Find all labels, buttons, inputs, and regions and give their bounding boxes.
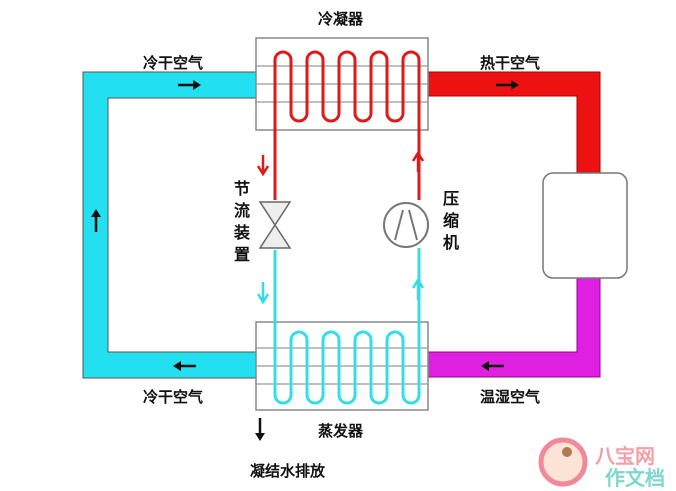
- evaporator-label: 蒸发器: [318, 422, 364, 440]
- arrow-up-cyan: [411, 277, 425, 300]
- arrow-down-cyan: [256, 282, 270, 305]
- condensate-drain-label: 凝结水排放: [250, 462, 326, 480]
- evaporator-coil: [273, 248, 421, 405]
- watermark-text-1: 八宝网: [595, 444, 655, 468]
- throttle-valve-icon: [258, 201, 292, 249]
- condenser-coil: [273, 50, 421, 200]
- watermark-text-2: 作文档: [605, 466, 665, 490]
- watermark-logo: [538, 437, 588, 487]
- air-flow-arrows: [91, 80, 519, 441]
- arrow-down-red: [256, 155, 270, 177]
- throttle-label: 节流装置: [231, 180, 250, 268]
- compressor-label: 压缩机: [440, 190, 459, 256]
- humid-air-duct: [427, 277, 601, 378]
- warm-humid-air-label: 温湿空气: [480, 388, 541, 406]
- cold-dry-air-bottom-label: 冷干空气: [143, 388, 204, 406]
- cold-dry-air-top-label: 冷干空气: [143, 54, 204, 72]
- dehumidify-chamber: [542, 172, 628, 279]
- arrow-up-red: [411, 150, 425, 172]
- condenser-label: 冷凝器: [318, 10, 364, 28]
- compressor-icon: [383, 202, 429, 248]
- hot-dry-air-label: 热干空气: [480, 54, 541, 72]
- refrigerant-arrows: [256, 150, 425, 305]
